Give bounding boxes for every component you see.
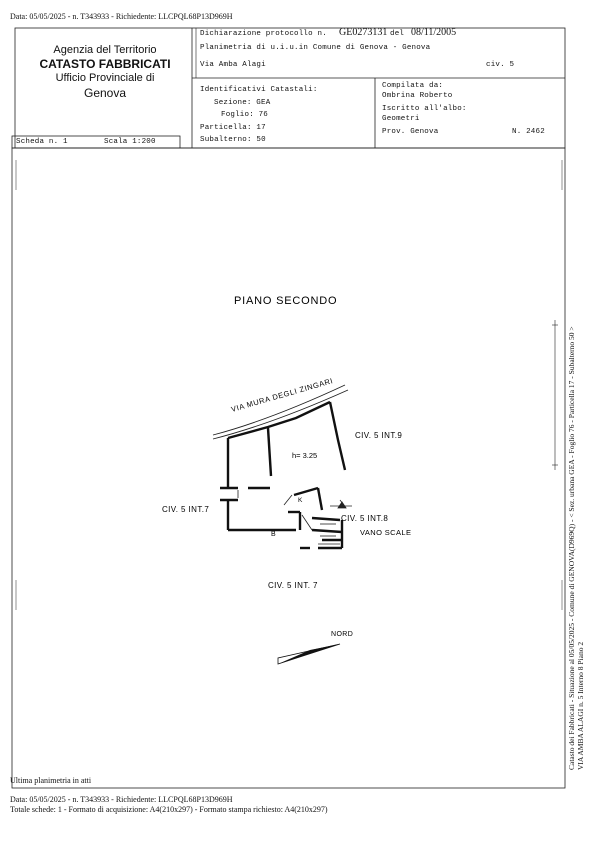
compiler-number: N. 2462 <box>512 128 545 136</box>
identifier-sezione: Sezione: GEA <box>214 98 271 107</box>
declaration-del: del <box>390 30 405 38</box>
compiler-name: Ombrina Roberto <box>382 91 453 100</box>
compiler-role: Geometri <box>382 114 420 123</box>
side-line2: VIA AMBA ALAGI n. 5 Interno 8 Piano 2 <box>576 641 585 770</box>
declaration-date: 08/11/2005 <box>411 27 457 38</box>
footer-totale: Totale schede: 1 - Formato di acquisizio… <box>10 805 328 814</box>
address-text: Via Amba Alagi <box>200 61 266 69</box>
planimetria-text: Planimetria di u.i.u.in Comune di Genova… <box>200 44 431 52</box>
civ9-label: CIV. 5 INT.9 <box>355 431 402 440</box>
civ8-label: CIV. 5 INT.8 <box>341 514 388 523</box>
north-arrow-icon <box>277 643 341 665</box>
compiler-block: Compilata da: Ombrina Roberto Iscritto a… <box>382 82 467 124</box>
k-label: K <box>298 497 303 504</box>
compiler-title: Compilata da: <box>382 82 444 90</box>
civ-text: civ. 5 <box>486 61 515 69</box>
agency-line2: CATASTO FABBRICATI <box>39 57 171 71</box>
protocol-number: GE0273131 <box>339 27 388 38</box>
declaration-label: Dichiarazione protocollo n. <box>200 30 327 38</box>
identifier-foglio: Foglio: 76 <box>221 111 269 119</box>
side-line1: Catasto dei Fabbricati - Situazione al 0… <box>567 326 576 770</box>
b-label: B <box>271 531 276 538</box>
agency-line1: Agenzia del Territorio <box>53 44 157 56</box>
identifiers-block: Identificativi Catastali: Sezione: GEA F… <box>200 84 318 147</box>
height-label: h= 3.25 <box>292 451 317 460</box>
side-vertical-text: Catasto dei Fabbricati - Situazione al 0… <box>567 310 585 770</box>
agency-line4: Genova <box>83 86 127 100</box>
agency-block: Agenzia del Territorio CATASTO FABBRICAT… <box>20 44 190 100</box>
vano-label: VANO SCALE <box>360 528 411 537</box>
scala: Scala 1:200 <box>104 138 156 146</box>
compiler-prov: Prov. Genova <box>382 128 439 136</box>
footer-ultima: Ultima planimetria in atti <box>10 776 92 785</box>
civ7-bottom-label: CIV. 5 INT. 7 <box>268 581 318 590</box>
identifiers-title: Identificativi Catastali: <box>200 86 318 94</box>
compiler-albo: Iscritto all'albo: <box>382 105 467 113</box>
identifier-particella: Particella: 17 <box>200 123 266 132</box>
footer-meta: Data: 05/05/2025 - n. T343933 - Richiede… <box>10 795 233 804</box>
scheda-number: Scheda n. 1 <box>16 138 68 146</box>
nord-label: NORD <box>331 631 353 638</box>
agency-line3: Ufficio Provinciale di <box>55 72 155 84</box>
floor-title: PIANO SECONDO <box>234 295 337 307</box>
top-meta: Data: 05/05/2025 - n. T343933 - Richiede… <box>10 12 233 21</box>
identifier-subalterno: Subalterno: 50 <box>200 136 266 144</box>
walls <box>220 400 347 550</box>
civ7-left-label: CIV. 5 INT.7 <box>162 505 209 514</box>
